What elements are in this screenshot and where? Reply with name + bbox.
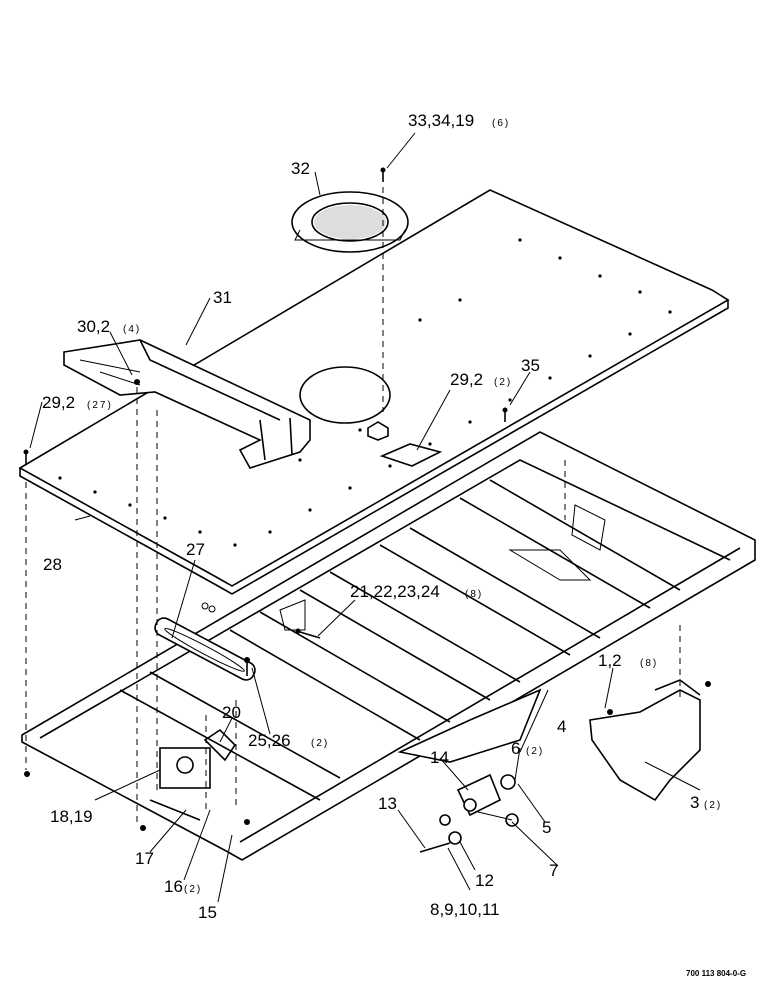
label-35: 35 xyxy=(521,356,540,375)
label-21: 21,22,23,24 xyxy=(350,582,440,601)
label-4: 4 xyxy=(557,717,566,736)
cover-plate xyxy=(291,191,409,253)
label-25: 25,26 xyxy=(248,731,291,750)
label-14: 14 xyxy=(430,748,449,767)
part-labels: 33,34,19 (6) 32 31 30,2 (4) 29,2 (27) 29… xyxy=(42,111,722,922)
label-6: 6 xyxy=(511,739,520,758)
label-12: 12 xyxy=(475,871,494,890)
qty-33: (6) xyxy=(492,118,510,129)
label-17: 17 xyxy=(135,849,154,868)
latch-assembly xyxy=(149,728,237,821)
small-plate xyxy=(379,443,443,467)
qty-25: (2) xyxy=(311,738,329,749)
deck-bolt-holes xyxy=(58,238,672,547)
assembly-lines xyxy=(25,176,681,825)
label-33: 33,34,19 xyxy=(408,111,474,130)
qty-1: (8) xyxy=(640,658,658,669)
label-3: 3 xyxy=(690,793,699,812)
deck-plate xyxy=(18,189,730,595)
label-1: 1,2 xyxy=(598,651,622,670)
label-5: 5 xyxy=(542,818,551,837)
qty-29b: (2) xyxy=(494,377,512,388)
qty-6: (2) xyxy=(526,746,544,757)
qty-21: (8) xyxy=(465,589,483,600)
pivot-assembly xyxy=(419,773,519,853)
label-29a: 29,2 xyxy=(42,393,75,412)
label-13: 13 xyxy=(378,794,397,813)
fasteners xyxy=(23,167,711,831)
label-28: 28 xyxy=(43,555,62,574)
label-31: 31 xyxy=(213,288,232,307)
drawing-code: 700 113 804-0-G xyxy=(686,969,746,978)
qty-16: (2) xyxy=(184,884,202,895)
leader-lines xyxy=(29,132,701,903)
label-32: 32 xyxy=(291,159,310,178)
label-18: 18,19 xyxy=(50,807,93,826)
label-27: 27 xyxy=(186,540,205,559)
label-20: 20 xyxy=(222,703,241,722)
label-29b: 29,2 xyxy=(450,370,483,389)
qty-30: (4) xyxy=(123,324,141,335)
label-15: 15 xyxy=(198,903,217,922)
label-8: 8,9,10,11 xyxy=(430,900,500,919)
label-7: 7 xyxy=(549,861,558,880)
qty-29a: (27) xyxy=(87,400,113,411)
cross-beam xyxy=(63,339,311,469)
hub-nut xyxy=(367,421,389,441)
label-16: 16 xyxy=(164,877,183,896)
handle xyxy=(154,617,256,681)
qty-3: (2) xyxy=(704,800,722,811)
label-30: 30,2 xyxy=(77,317,110,336)
